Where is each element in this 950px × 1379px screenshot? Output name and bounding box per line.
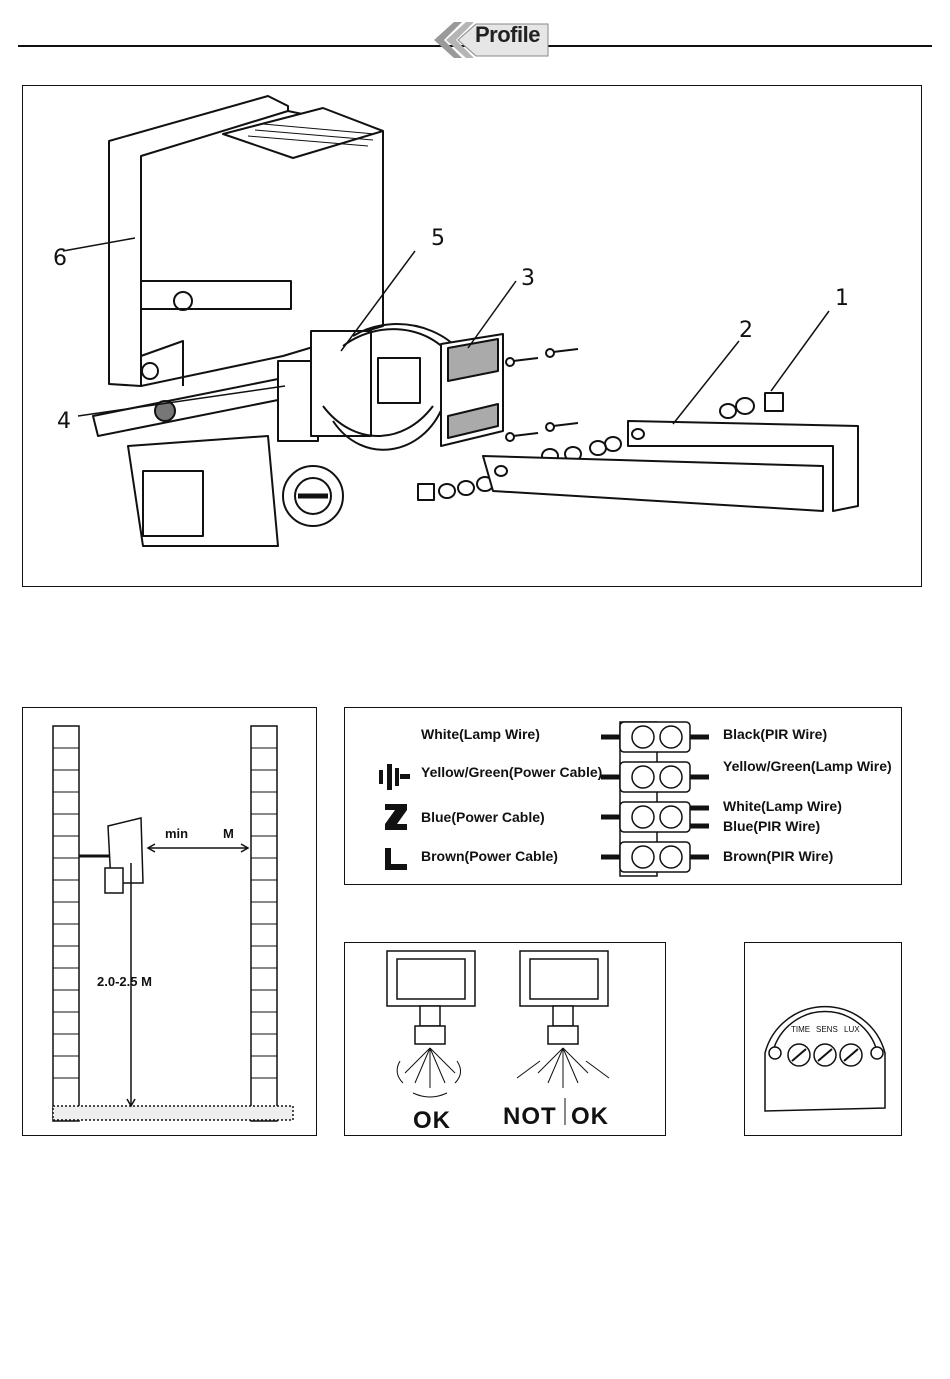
right-label-white: White(Lamp Wire) bbox=[723, 798, 898, 815]
not-ok-label: OK bbox=[571, 1103, 609, 1131]
height-label: 2.0-2.5 M bbox=[97, 974, 152, 989]
callout-5: 5 bbox=[431, 226, 445, 251]
logo-text: Profile bbox=[475, 22, 540, 48]
callout-1: 1 bbox=[835, 286, 849, 311]
callout-6: 6 bbox=[53, 246, 67, 271]
mounting-drawing bbox=[23, 708, 318, 1137]
left-label-blue: Blue(Power Cable) bbox=[421, 809, 601, 826]
orientation-figure: OK NOT OK bbox=[344, 942, 666, 1136]
right-label-brown: Brown(PIR Wire) bbox=[723, 848, 898, 865]
ok-label: OK bbox=[413, 1107, 451, 1135]
knob-time-label: TIME bbox=[791, 1025, 810, 1034]
callout-2: 2 bbox=[739, 318, 753, 343]
left-label-white: White(Lamp Wire) bbox=[421, 726, 601, 743]
left-label-yellow-green: Yellow/Green(Power Cable) bbox=[421, 764, 606, 781]
callout-4: 4 bbox=[57, 409, 71, 434]
right-label-yellow-green: Yellow/Green(Lamp Wire) bbox=[723, 758, 898, 775]
mounting-figure: min M 2.0-2.5 M bbox=[22, 707, 317, 1136]
live-icon bbox=[385, 848, 407, 870]
controls-figure: TIME SENS LUX bbox=[744, 942, 902, 1136]
exploded-view-drawing bbox=[23, 86, 923, 588]
not-label: NOT bbox=[503, 1103, 557, 1131]
right-label-black: Black(PIR Wire) bbox=[723, 726, 898, 743]
left-label-brown: Brown(Power Cable) bbox=[421, 848, 601, 865]
callout-3: 3 bbox=[521, 266, 535, 291]
exploded-view-figure: 1 2 3 4 5 6 bbox=[22, 85, 922, 587]
wiring-figure: White(Lamp Wire) Yellow/Green(Power Cabl… bbox=[344, 707, 902, 885]
neutral-icon bbox=[385, 804, 407, 830]
knob-sens-label: SENS bbox=[816, 1025, 838, 1034]
sensor-dial-drawing bbox=[745, 943, 903, 1137]
knob-lux-label: LUX bbox=[844, 1025, 860, 1034]
m-label: M bbox=[223, 826, 234, 841]
right-label-blue: Blue(PIR Wire) bbox=[723, 818, 898, 835]
min-label: min bbox=[165, 826, 188, 841]
earth-icon bbox=[379, 764, 410, 790]
